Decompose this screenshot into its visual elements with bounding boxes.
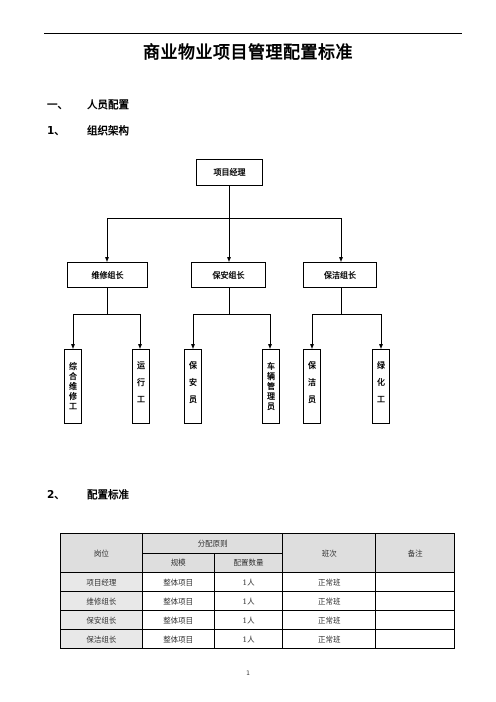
header-shift: 班次 xyxy=(282,533,377,573)
cell-shift: 正常班 xyxy=(282,610,377,630)
section-label: 人员配置 xyxy=(87,99,129,111)
org-node-label: 绿化工 xyxy=(376,361,386,412)
org-node-greening-worker: 绿化工 xyxy=(372,349,390,424)
org-node-label: 保安员 xyxy=(188,361,198,412)
section-number: 一、 xyxy=(47,99,68,111)
connector xyxy=(229,288,230,314)
arrow-icon xyxy=(138,344,142,349)
cell-shift: 正常班 xyxy=(282,591,377,611)
connector xyxy=(73,314,74,345)
arrow-icon xyxy=(310,344,314,349)
header-scale: 规模 xyxy=(141,552,215,573)
cell-position: 保洁组长 xyxy=(60,629,143,649)
connector xyxy=(107,218,108,258)
org-node-guard: 保安员 xyxy=(184,349,202,424)
connector xyxy=(381,314,382,345)
org-node-root: 项目经理 xyxy=(196,159,263,186)
arrow-icon xyxy=(268,344,272,349)
org-node-label: 运行工 xyxy=(136,361,146,412)
cell-quantity: 1人 xyxy=(213,572,284,592)
table-row: 项目经理 整体项目 1人 正常班 xyxy=(60,572,455,592)
header-allocation: 分配原则 xyxy=(141,533,284,554)
connector xyxy=(229,218,230,258)
cell-quantity: 1人 xyxy=(213,629,284,649)
subsection-heading-org: 1、 组织架构 xyxy=(47,123,129,138)
cell-remarks xyxy=(375,591,455,611)
header-quantity: 配置数量 xyxy=(213,552,284,573)
document-title: 商业物业项目管理配置标准 xyxy=(143,43,353,63)
table-row: 保安组长 整体项目 1人 正常班 xyxy=(60,610,455,630)
cell-shift: 正常班 xyxy=(282,572,377,592)
cell-quantity: 1人 xyxy=(213,591,284,611)
cell-scale: 整体项目 xyxy=(141,629,215,649)
connector xyxy=(193,314,271,315)
connector xyxy=(193,314,194,345)
table-header-row: 岗位 分配原则 班次 备注 xyxy=(60,533,455,573)
org-node-maintenance-leader: 维修组长 xyxy=(67,262,148,288)
subsection-number: 2、 xyxy=(47,489,65,501)
table-row: 保洁组长 整体项目 1人 正常班 xyxy=(60,629,455,649)
cell-position: 保安组长 xyxy=(60,610,143,630)
org-node-label: 保洁员 xyxy=(307,361,317,412)
org-node-cleaning-leader: 保洁组长 xyxy=(303,262,377,288)
subsection-heading-config: 2、 配置标准 xyxy=(47,487,129,502)
connector xyxy=(312,314,313,345)
connector xyxy=(73,314,141,315)
arrow-icon xyxy=(339,257,343,262)
header-position: 岗位 xyxy=(60,533,143,573)
org-node-label: 车辆管理员 xyxy=(266,361,276,412)
cell-remarks xyxy=(375,610,455,630)
cell-position: 维修组长 xyxy=(60,591,143,611)
section-heading-staffing: 一、 人员配置 xyxy=(47,97,129,112)
subsection-number: 1、 xyxy=(47,125,65,137)
cell-scale: 整体项目 xyxy=(141,591,215,611)
header-rule xyxy=(44,33,462,34)
connector xyxy=(312,314,382,315)
arrow-icon xyxy=(105,257,109,262)
connector xyxy=(140,314,141,345)
connector xyxy=(107,218,342,219)
arrow-icon xyxy=(227,257,231,262)
org-node-vehicle-manager: 车辆管理员 xyxy=(262,349,280,424)
config-table: 岗位 分配原则 班次 备注 规模 配置数量 项目经理 整体项目 1人 正常班 维… xyxy=(60,533,455,649)
org-node-general-maintenance: 综合维修工 xyxy=(64,349,82,424)
cell-scale: 整体项目 xyxy=(141,572,215,592)
cell-position: 项目经理 xyxy=(60,572,143,592)
connector xyxy=(341,288,342,314)
connector xyxy=(229,186,230,218)
arrow-icon xyxy=(71,344,75,349)
connector xyxy=(341,218,342,258)
org-node-label: 综合维修工 xyxy=(68,361,78,412)
table-row: 维修组长 整体项目 1人 正常班 xyxy=(60,591,455,611)
connector xyxy=(270,314,271,345)
cell-scale: 整体项目 xyxy=(141,610,215,630)
org-node-operator: 运行工 xyxy=(132,349,150,424)
header-remarks: 备注 xyxy=(375,533,455,573)
cell-remarks xyxy=(375,572,455,592)
org-node-cleaner: 保洁员 xyxy=(303,349,321,424)
page-number: 1 xyxy=(246,670,250,677)
cell-quantity: 1人 xyxy=(213,610,284,630)
org-node-security-leader: 保安组长 xyxy=(191,262,266,288)
subsection-label: 配置标准 xyxy=(87,489,129,501)
table-subheader-row: 规模 配置数量 xyxy=(61,552,455,573)
cell-shift: 正常班 xyxy=(282,629,377,649)
arrow-icon xyxy=(191,344,195,349)
cell-remarks xyxy=(375,629,455,649)
arrow-icon xyxy=(379,344,383,349)
subsection-label: 组织架构 xyxy=(87,125,129,137)
connector xyxy=(107,288,108,314)
